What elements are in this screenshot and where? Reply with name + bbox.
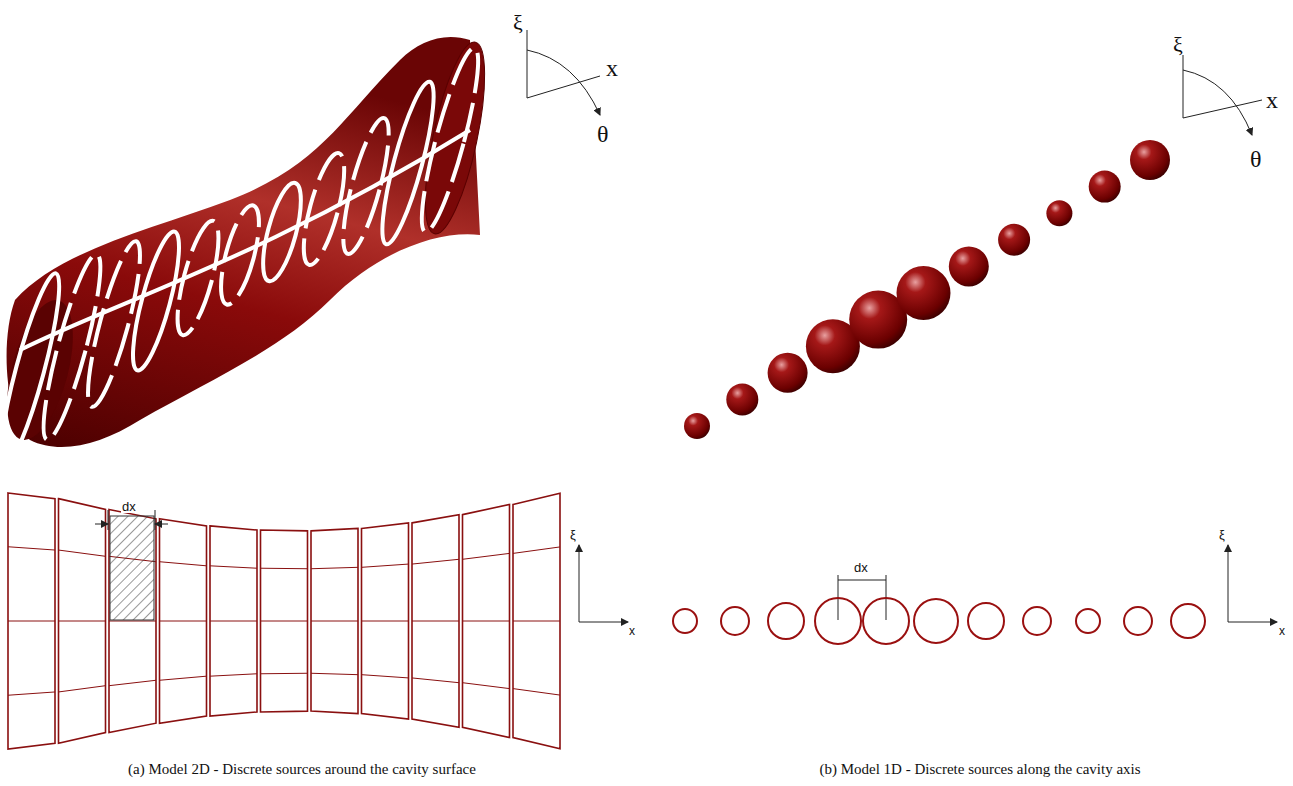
- grid-line: [59, 686, 106, 692]
- grid-line: [109, 680, 156, 685]
- grid-line: [109, 621, 156, 622]
- segment-ring: [0, 270, 69, 470]
- point-source: [897, 266, 951, 320]
- axis-label: x: [606, 56, 618, 80]
- grid-line: [261, 673, 308, 675]
- dimension-label: dx: [121, 500, 137, 513]
- grid-line: [160, 562, 207, 566]
- grid-line: [210, 621, 257, 622]
- grid-line: [513, 621, 560, 622]
- hatched-element: [110, 516, 154, 620]
- grid-line: [8, 547, 55, 550]
- point-sources: [684, 140, 1170, 439]
- source-circle: [768, 603, 804, 639]
- grid-line: [160, 621, 207, 622]
- source-circle: [1023, 607, 1051, 635]
- axis-label: x: [1278, 625, 1286, 637]
- axis-label: θ: [1250, 147, 1262, 171]
- grid-line: [311, 567, 358, 568]
- surface-element: [311, 528, 358, 713]
- segment-ring: [169, 217, 227, 338]
- grid-line: [362, 621, 409, 622]
- grid-line: [59, 621, 106, 622]
- axis-label: x: [1266, 88, 1278, 112]
- source-circle: [721, 607, 749, 635]
- surface-element: [109, 509, 156, 732]
- surface-element: [513, 493, 560, 748]
- subfigure-caption: (b) Model 1D - Discrete sources along th…: [819, 762, 1140, 777]
- grid-line: [463, 553, 510, 559]
- point-source: [1130, 140, 1170, 180]
- grid-line: [8, 692, 55, 695]
- grid-line: [261, 568, 308, 570]
- grid-line: [412, 559, 459, 564]
- unrolled-surface: [8, 493, 560, 749]
- point-source: [768, 353, 808, 393]
- point-source: [998, 224, 1030, 256]
- point-source: [726, 383, 758, 415]
- grid-line: [261, 621, 308, 622]
- source-circle: [914, 599, 958, 643]
- grid-line: [412, 678, 459, 683]
- surface-element: [160, 519, 207, 723]
- grid-line: [311, 621, 358, 622]
- surface-element: [463, 504, 510, 737]
- segment-ring: [78, 238, 149, 411]
- surface-element: [8, 493, 55, 749]
- source-circle: [1124, 607, 1152, 635]
- grid-line: [210, 674, 257, 676]
- grid-line: [59, 550, 106, 556]
- axis-label: ξ: [1218, 528, 1226, 541]
- segment-line: [20, 130, 470, 350]
- source-circle: [815, 598, 861, 644]
- source-circle: [968, 603, 1004, 639]
- point-source: [1046, 200, 1072, 226]
- segment-ring: [34, 251, 111, 444]
- source-circle: [1076, 609, 1100, 633]
- cavity-surface: [0, 37, 497, 470]
- surface-element: [59, 499, 106, 744]
- axis-label: ξ: [569, 528, 577, 541]
- grid-line: [210, 566, 257, 568]
- axis-label: ξ: [513, 12, 523, 34]
- point-source: [1089, 171, 1121, 203]
- source-circles: [673, 598, 1205, 644]
- surface-element: [412, 515, 459, 728]
- dimension-label: dx: [853, 561, 869, 574]
- axis-label: x: [628, 625, 636, 637]
- grid-line: [463, 621, 510, 622]
- source-circle: [673, 609, 697, 633]
- grid-line: [311, 673, 358, 674]
- source-circle: [1171, 604, 1205, 638]
- point-source: [949, 246, 989, 286]
- grid-line: [362, 564, 409, 567]
- point-source: [684, 413, 710, 439]
- grid-line: [513, 547, 560, 553]
- surface-element: [261, 530, 308, 712]
- axes: [95, 30, 1277, 622]
- surface-element: [362, 523, 409, 719]
- surface-element: [210, 526, 257, 716]
- grid-line: [463, 683, 510, 689]
- source-circle: [863, 598, 909, 644]
- grid-line: [513, 689, 560, 695]
- grid-line: [160, 676, 207, 680]
- grid-line: [412, 621, 459, 622]
- axis-label: θ: [597, 122, 609, 146]
- axis-label: ξ: [1173, 34, 1183, 56]
- grid-line: [8, 621, 55, 622]
- grid-line: [362, 675, 409, 678]
- subfigure-caption: (a) Model 2D - Discrete sources around t…: [128, 762, 476, 777]
